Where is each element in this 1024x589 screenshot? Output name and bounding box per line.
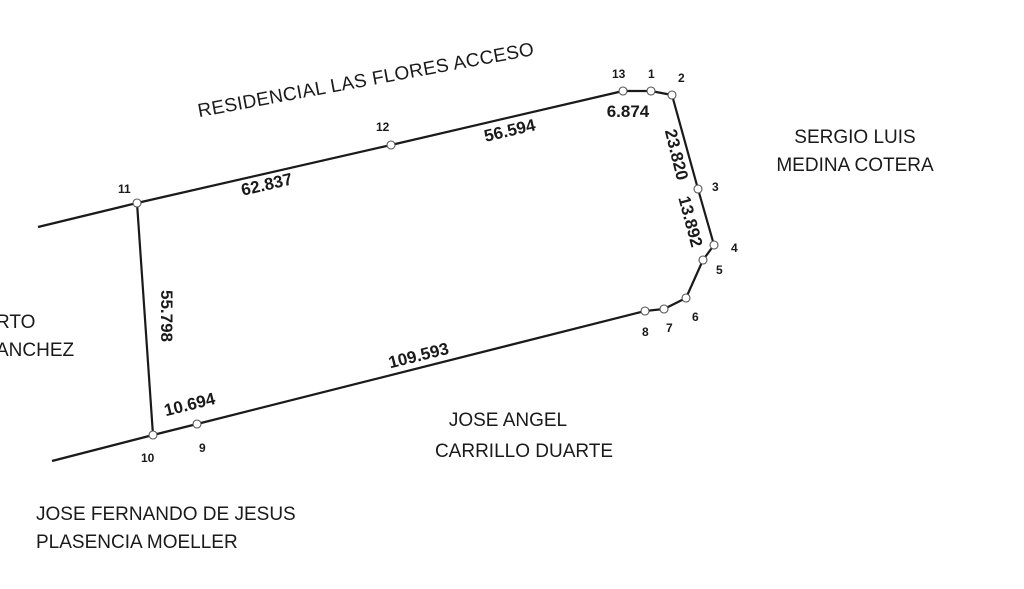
dimension-11-10: 55.798: [157, 290, 176, 342]
point-label-6: 6: [692, 310, 699, 324]
lot-boundary: [135, 89, 716, 437]
point-label-5: 5: [716, 263, 723, 277]
neighbor-east-line2: MEDINA COTERA: [776, 155, 934, 176]
point-label-7: 7: [666, 321, 673, 335]
point-label-2: 2: [678, 71, 685, 85]
north-extension-line: [37, 201, 138, 229]
point-label-10: 10: [141, 451, 155, 465]
point-label-9: 9: [199, 441, 206, 455]
vertex-4: [709, 240, 719, 250]
neighbor-south-line1: JOSE ANGEL: [449, 410, 567, 431]
vertex-13: [618, 86, 628, 96]
vertex-10: [148, 430, 158, 440]
point-labels: 13 1 2 3 4 5 6 7 8 9 10 11 12: [118, 67, 738, 465]
south-extension-line: [51, 433, 154, 463]
dimension-12-13: 56.594: [482, 115, 537, 145]
vertex-3: [693, 184, 703, 194]
vertex-7: [659, 304, 669, 314]
vertex-5: [698, 255, 708, 265]
neighbor-east-line1: SERGIO LUIS: [794, 127, 915, 148]
vertex-8: [640, 306, 650, 316]
vertex-1: [646, 86, 656, 96]
vertex-markers: [132, 86, 719, 440]
neighbor-south-line2: CARRILLO DUARTE: [435, 441, 613, 462]
road-label: RESIDENCIAL LAS FLORES ACCESO: [196, 39, 536, 122]
point-label-11: 11: [118, 182, 131, 196]
vertex-6: [681, 293, 691, 303]
point-label-12: 12: [376, 120, 390, 134]
dimension-labels: 62.837 56.594 6.874 23.820 13.892 55.798…: [157, 102, 706, 420]
point-label-1: 1: [648, 67, 655, 81]
neighbor-southwest-line2: PLASENCIA MOELLER: [36, 532, 238, 553]
neighbor-west-line1: RTO: [0, 312, 35, 333]
neighbor-west-line2: ANCHEZ: [0, 340, 75, 361]
point-label-3: 3: [712, 180, 719, 194]
point-label-13: 13: [612, 67, 626, 81]
dimension-13-1: 6.874: [607, 102, 650, 121]
dimension-2-3: 23.820: [661, 127, 692, 182]
point-label-4: 4: [731, 241, 738, 255]
vertex-11: [132, 198, 142, 208]
neighbor-southwest-line1: JOSE FERNANDO DE JESUS: [36, 504, 296, 525]
point-label-8: 8: [642, 325, 649, 339]
vertex-12: [386, 140, 396, 150]
vertex-9: [192, 419, 202, 429]
dimension-9-10: 10.694: [162, 389, 218, 420]
vertex-2: [667, 90, 677, 100]
dimension-11-12: 62.837: [239, 170, 294, 200]
neighbor-labels: SERGIO LUIS MEDINA COTERA JOSE ANGEL CAR…: [0, 127, 934, 553]
